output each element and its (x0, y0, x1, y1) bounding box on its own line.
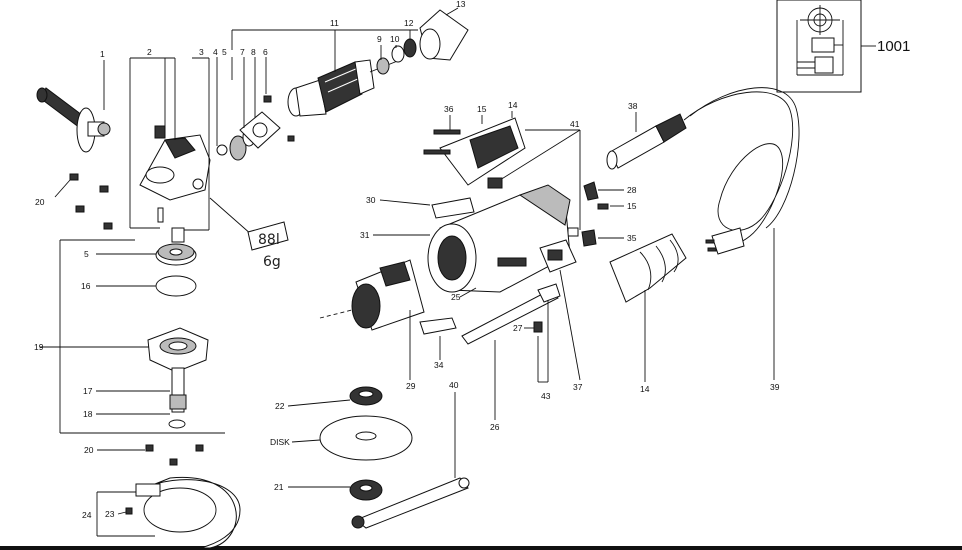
label-14-top: 14 (508, 100, 518, 110)
label-41: 41 (570, 119, 580, 129)
label-5-gear: 5 (84, 249, 89, 259)
part-41-brush-holders: 41 (487, 119, 581, 237)
label-12: 12 (404, 18, 414, 28)
label-38: 38 (628, 101, 638, 111)
label-35: 35 (627, 233, 637, 243)
part-24-wheel-guard: 24 23 (82, 476, 241, 549)
label-34: 34 (434, 360, 444, 370)
label-14-bottom: 14 (640, 384, 650, 394)
label-6: 6 (263, 47, 268, 57)
handwritten-88l: 88l (258, 232, 280, 248)
parts-4-to-8: 4 5 7 8 6 (213, 29, 335, 161)
group-19-bracket: 19 (34, 239, 225, 434)
gear-housing: 2 3 (129, 47, 211, 231)
label-37: 37 (573, 382, 583, 392)
label-31: 31 (360, 230, 370, 240)
label-19: 19 (34, 342, 44, 352)
part-1-side-handle: 1 (36, 49, 111, 153)
label-22: 22 (275, 401, 285, 411)
label-20-top: 20 (35, 197, 45, 207)
part-18-ring: 18 (83, 409, 186, 429)
label-10: 10 (390, 34, 400, 44)
label-24: 24 (82, 510, 92, 520)
label-36: 36 (444, 104, 454, 114)
screws-20-bottom: 20 (84, 444, 204, 466)
handwritten-6g: 6g (263, 254, 281, 270)
part-29-field-coil: 29 (319, 259, 425, 391)
part-14-rear-cover: 14 (609, 233, 687, 394)
part-35-switch: 35 37 (539, 229, 637, 392)
part-bearing-flange (147, 327, 209, 373)
label-3: 3 (199, 47, 204, 57)
wiring-diagram-inset: 1001 (776, 0, 910, 93)
grinding-disk: DISK (270, 415, 413, 461)
label-21: 21 (274, 482, 284, 492)
parts-28-15: 28 15 (583, 181, 637, 211)
part-34-insulator: 34 (419, 317, 457, 370)
label-15-right: 15 (627, 201, 637, 211)
armature-assembly: 11 9 10 12 13 (287, 0, 469, 117)
label-40: 40 (449, 380, 459, 390)
parts-27-43: 27 43 (513, 300, 551, 401)
label-29: 29 (406, 381, 416, 391)
label-1001: 1001 (877, 38, 910, 55)
label-30: 30 (366, 195, 376, 205)
part-39-power-cord: 39 (683, 87, 800, 392)
label-28: 28 (627, 185, 637, 195)
label-23: 23 (105, 509, 115, 519)
label-4: 4 (213, 47, 218, 57)
part-16-o-ring: 16 (81, 275, 197, 297)
bottom-border (0, 546, 962, 550)
part-31-motor-housing: 31 25 (360, 184, 571, 302)
part-40-spanner-wrench: 40 (351, 380, 470, 529)
label-16: 16 (81, 281, 91, 291)
label-5-top: 5 (222, 47, 227, 57)
label-8: 8 (251, 47, 256, 57)
label-15-top: 15 (477, 104, 487, 114)
part-30-label-plate: 30 (366, 195, 475, 219)
handwritten-note: 88l 6g (209, 197, 289, 270)
part-17-spindle: 17 (83, 367, 187, 413)
label-9: 9 (377, 34, 382, 44)
label-27: 27 (513, 323, 523, 333)
label-11: 11 (330, 18, 339, 28)
label-2: 2 (147, 47, 152, 57)
motor-cover-upper: 36 15 14 (423, 100, 526, 186)
part-22-flange: 22 (275, 386, 383, 411)
part-21-flange-nut: 21 (274, 479, 383, 501)
part-26-switch-rod: 26 (461, 283, 561, 432)
part-38-strain-relief: 38 (606, 101, 687, 170)
label-disk: DISK (270, 437, 290, 447)
screws-20-housing: 20 (35, 173, 113, 230)
label-39: 39 (770, 382, 780, 392)
label-20-bottom: 20 (84, 445, 94, 455)
label-17: 17 (83, 386, 93, 396)
part-5-bevel-gear: 5 (84, 227, 197, 266)
label-26: 26 (490, 422, 500, 432)
label-1: 1 (100, 49, 105, 59)
label-25: 25 (451, 292, 461, 302)
label-43: 43 (541, 391, 551, 401)
label-7: 7 (240, 47, 245, 57)
label-13: 13 (456, 0, 466, 9)
label-18: 18 (83, 409, 93, 419)
